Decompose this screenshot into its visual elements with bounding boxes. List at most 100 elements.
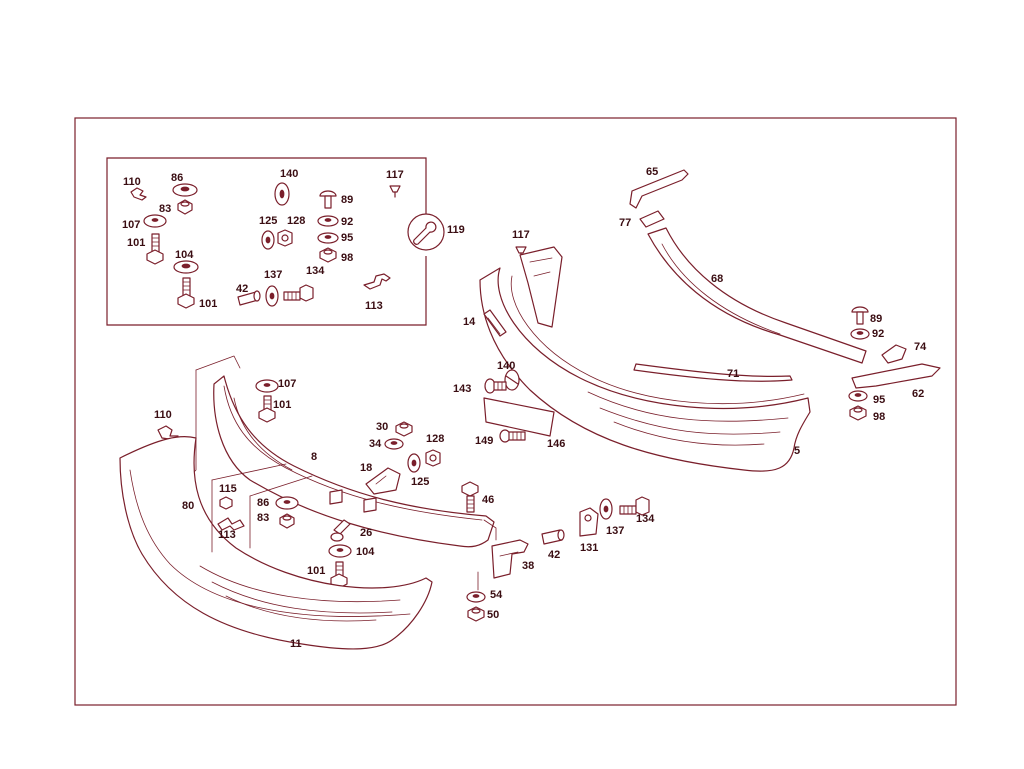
label-42b: 42 (548, 549, 560, 561)
plate-146 (483, 397, 555, 437)
sleeve-42b (541, 529, 565, 545)
label-113b: 113 (218, 529, 236, 541)
bracket-131 (579, 507, 599, 537)
washer-34 (384, 438, 404, 450)
bumper-beam-8 (213, 375, 495, 548)
washer-92b (850, 328, 870, 340)
label-77: 77 (619, 217, 631, 229)
bolt-101a (146, 233, 164, 265)
label-80: 80 (182, 500, 194, 512)
sleeve-42a (237, 290, 261, 306)
label-65: 65 (646, 166, 658, 178)
label-14: 14 (463, 316, 476, 328)
label-104b: 104 (356, 546, 375, 558)
washer-137b (599, 498, 613, 520)
nut-128a (277, 229, 293, 247)
washer-95a (317, 232, 339, 244)
label-140b: 140 (497, 360, 515, 372)
label-125a: 125 (259, 215, 277, 227)
label-34: 34 (369, 438, 382, 450)
label-62: 62 (912, 388, 924, 400)
strip-14 (483, 309, 507, 337)
label-101c: 101 (273, 399, 291, 411)
label-134a: 134 (306, 265, 325, 277)
label-137a: 137 (264, 269, 282, 281)
label-149: 149 (475, 435, 493, 447)
label-26: 26 (360, 527, 372, 539)
nut-50 (467, 606, 485, 622)
label-117a: 117 (386, 169, 404, 181)
nut-98a (319, 247, 337, 263)
label-110a: 110 (123, 176, 141, 188)
nut-98b (849, 405, 867, 421)
bolt-46 (461, 481, 479, 513)
label-110b: 110 (154, 409, 172, 421)
label-134b: 134 (636, 513, 655, 525)
label-30: 30 (376, 421, 388, 433)
washer-125a (261, 230, 275, 250)
label-101d: 101 (307, 565, 325, 577)
trim-piece-77 (639, 210, 665, 228)
bolt-134a (283, 284, 314, 302)
label-92a: 92 (341, 216, 353, 228)
trim-strip-65 (629, 169, 689, 209)
label-54: 54 (490, 589, 503, 601)
label-146: 146 (547, 438, 565, 450)
label-113a: 113 (365, 300, 383, 312)
label-18: 18 (360, 462, 372, 474)
label-107a: 107 (122, 219, 140, 231)
label-119: 119 (447, 224, 465, 236)
washer-104b (328, 544, 352, 558)
label-98b: 98 (873, 411, 885, 423)
label-143: 143 (453, 383, 471, 395)
rear-bumper-cover-5 (479, 246, 811, 472)
label-71: 71 (727, 368, 739, 380)
screw-143 (484, 378, 507, 394)
label-107b: 107 (278, 378, 296, 390)
washer-107b (255, 379, 279, 393)
label-5: 5 (794, 445, 800, 457)
molding-71 (633, 363, 793, 382)
bracket-113a (363, 273, 391, 290)
bolt-101c (258, 395, 276, 423)
nut-128b (425, 449, 441, 467)
label-131: 131 (580, 542, 598, 554)
nut-83b (279, 513, 295, 529)
label-104a: 104 (175, 249, 194, 261)
label-83a: 83 (159, 203, 171, 215)
guide-line-38 (477, 519, 497, 591)
label-68: 68 (711, 273, 723, 285)
label-101a: 101 (127, 237, 145, 249)
bracket-113b (217, 517, 245, 531)
washer-137a (265, 285, 279, 307)
washer-86b (275, 496, 299, 510)
end-piece-62 (851, 363, 941, 389)
clip-110b (157, 425, 179, 441)
clip-110 (130, 187, 147, 201)
label-117b: 117 (512, 229, 530, 241)
bolt-26 (330, 519, 351, 542)
front-bumper-cover-11 (119, 436, 433, 650)
bolt-89a (319, 190, 337, 209)
clip-117a (389, 185, 401, 198)
nut-83 (177, 199, 193, 215)
bracket-18 (365, 467, 401, 495)
label-74: 74 (914, 341, 927, 353)
bolt-101b (177, 277, 195, 309)
label-128b: 128 (426, 433, 444, 445)
label-8: 8 (311, 451, 317, 463)
washer-95b (848, 390, 868, 402)
washer-104 (173, 260, 199, 274)
label-115: 115 (219, 483, 237, 495)
grommet-140b (504, 369, 520, 391)
spacer-134b (619, 496, 650, 516)
bolt-101d (330, 561, 348, 589)
nut-115 (219, 496, 233, 510)
label-92b: 92 (872, 328, 884, 340)
washer-54 (466, 591, 486, 603)
bracket-38 (491, 539, 529, 579)
washer-92a (317, 215, 339, 227)
label-42a: 42 (236, 283, 248, 295)
washer-86 (172, 183, 198, 197)
